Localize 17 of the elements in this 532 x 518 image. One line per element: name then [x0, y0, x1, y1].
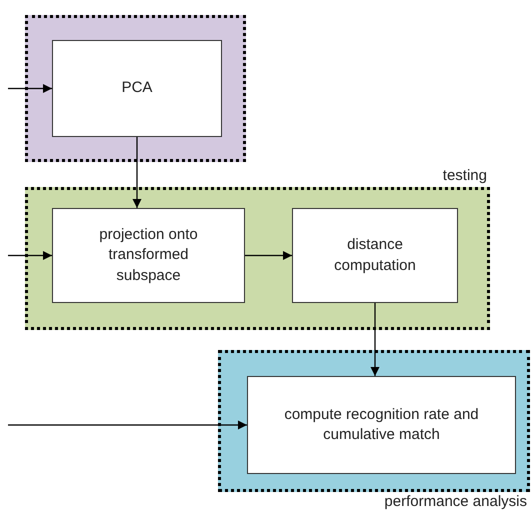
process-box [292, 208, 458, 303]
box-text: compute recognition rate and cumulative match [283, 404, 480, 445]
arrow [8, 251, 52, 260]
arrow [245, 251, 292, 260]
arrow [8, 420, 247, 430]
box-text: distance computation [333, 235, 417, 276]
group-label: performance analysis [384, 494, 527, 509]
process-box [52, 208, 245, 303]
arrow [370, 303, 380, 376]
group-label: testing [442, 168, 487, 183]
process-box [52, 40, 222, 137]
dotted-group-panel [25, 15, 246, 162]
box-text: PCA [122, 78, 152, 98]
box-text: projection onto transformed subspace [98, 225, 199, 286]
process-box [247, 376, 516, 474]
arrow [8, 84, 52, 93]
arrow [132, 137, 142, 208]
